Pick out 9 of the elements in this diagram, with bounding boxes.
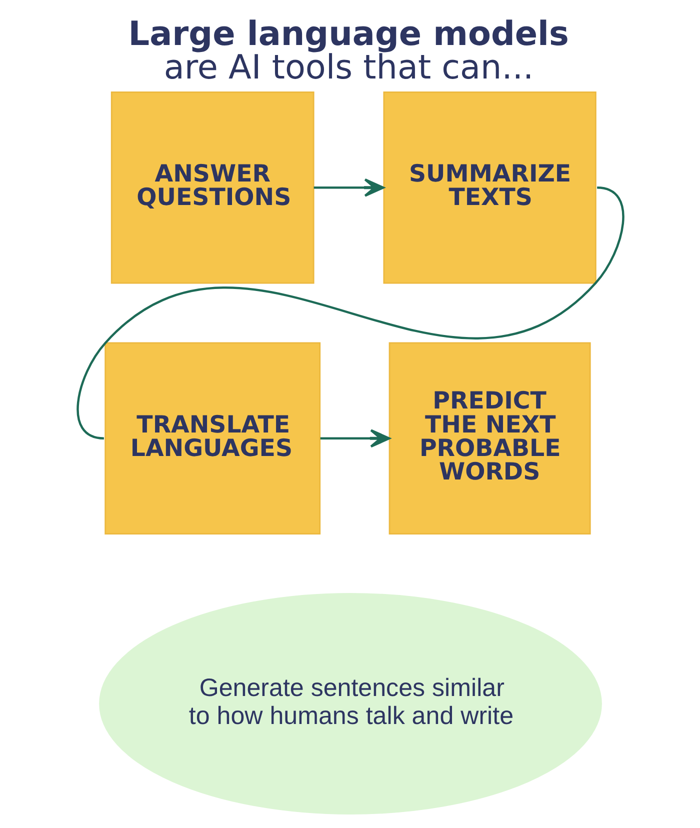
node-box: TRANSLATE LANGUAGES [104,342,320,534]
connector [76,186,624,440]
arrow [320,429,390,448]
arrow [313,178,384,197]
node-ellipse: Generate sentences similar to how humans talk and write [98,593,602,814]
node-box: SUMMARIZE TEXTS [382,92,596,284]
diagram-title: Large language models are AI tools that can... [128,14,568,87]
node-box: ANSWER QUESTIONS [110,92,314,284]
node-box: PREDICT THE NEXT PROBABLE WORDS [388,342,590,534]
